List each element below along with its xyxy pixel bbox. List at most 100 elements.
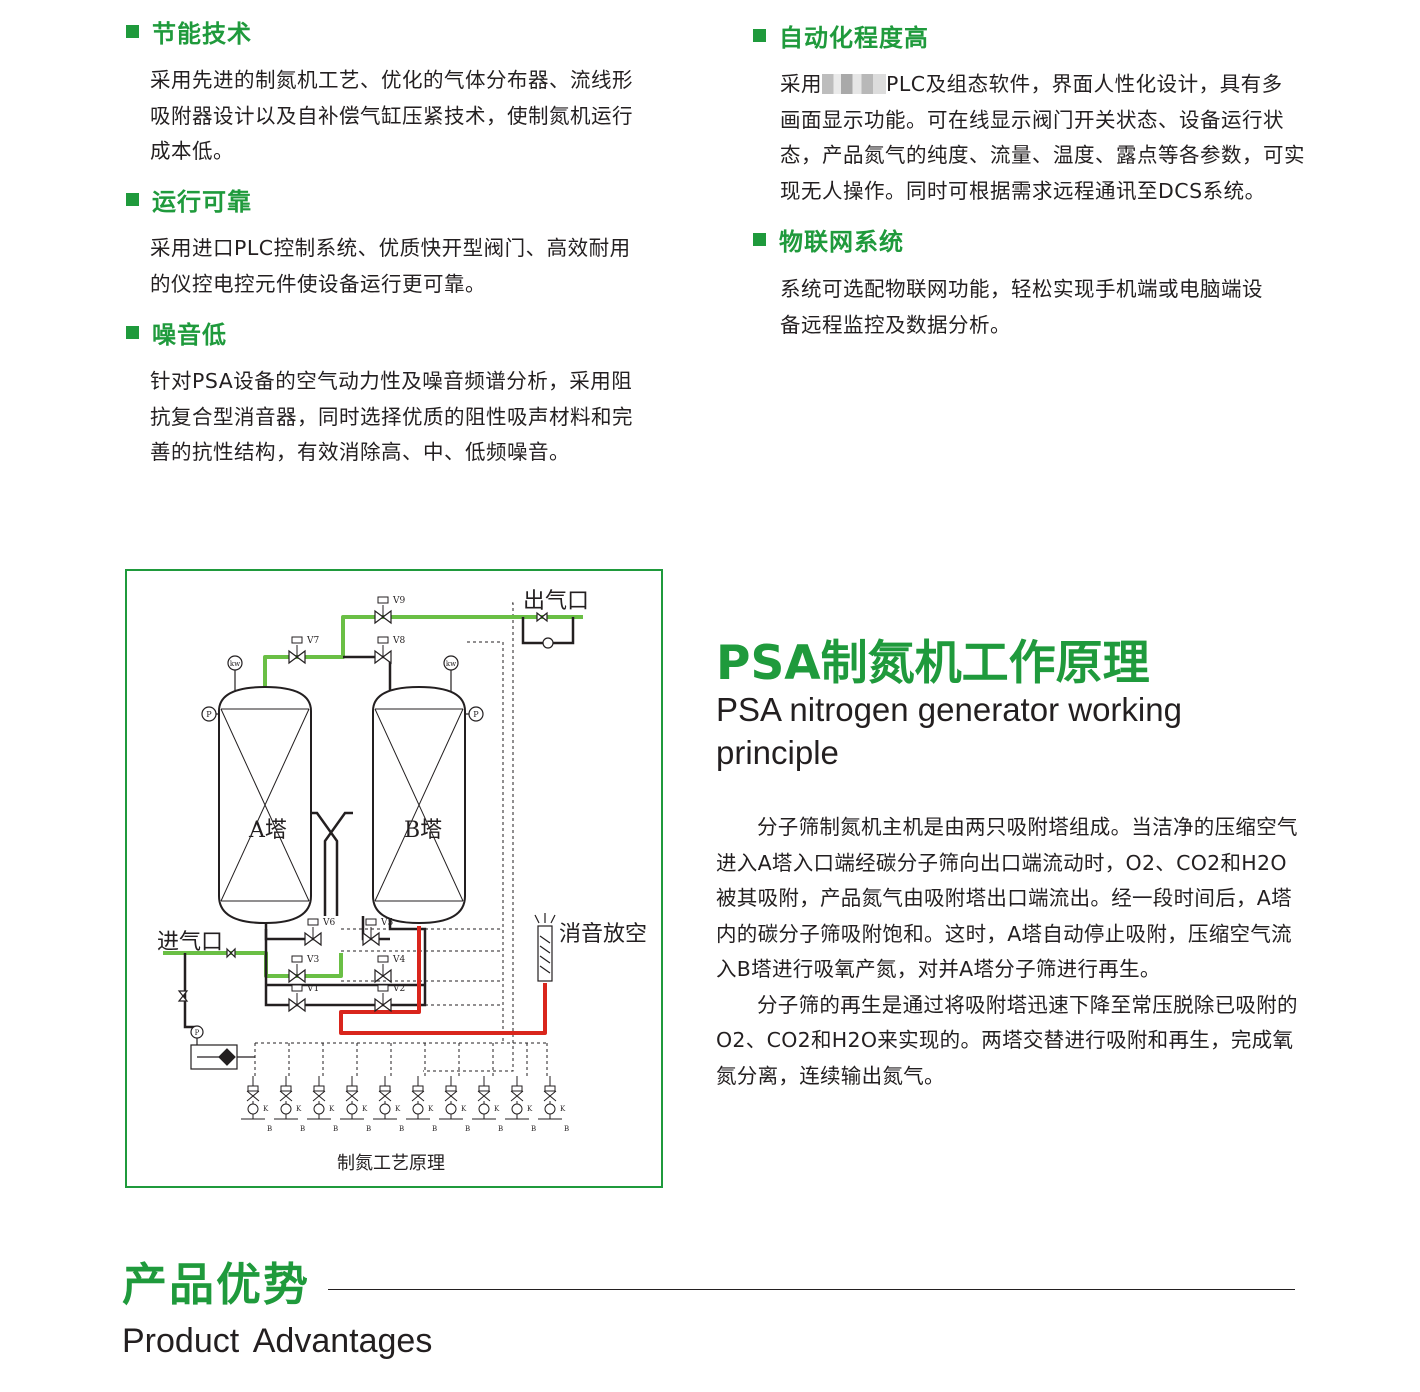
valve-icon — [177, 990, 189, 1002]
gauge-p-label: P — [473, 710, 479, 719]
actuator-unit: KB — [406, 1076, 437, 1133]
valve-v1: V1 — [288, 984, 319, 1013]
redacted-brand-image — [822, 74, 886, 94]
valve-v9: V9 — [374, 596, 405, 625]
process-flow-diagram: A塔 B塔 P P kw kw P V1 V2 V3 V4 V5 V6 V7 V8 V9 — [157, 589, 647, 1174]
gauge-kw-label: kw — [230, 660, 240, 668]
manifold-k-label: K — [428, 1105, 434, 1113]
outlet-label: 出气口 — [523, 589, 589, 614]
valve-icon — [226, 947, 236, 959]
valve-v4: V4 — [374, 955, 405, 984]
body-line: 针对PSA设备的空气动力性及噪音频谱分析，采用阻 — [150, 369, 633, 393]
feature-energy-body: 采用先进的制氮机工艺、优化的气体分布器、流线形 吸附器设计以及自补偿气缸压紧技术… — [150, 63, 670, 170]
feature-reliable-body: 采用进口PLC控制系统、优质快开型阀门、高效耐用 的仪控电控元件使设备运行更可靠… — [150, 231, 670, 302]
tower-a-label: A塔 — [248, 818, 287, 843]
silencer-label: 消音放空 — [559, 922, 647, 947]
manifold-b-label: B — [564, 1125, 569, 1133]
valve-label: V1 — [306, 984, 319, 994]
actuator-unit: KB — [241, 1076, 272, 1133]
manifold-b-label: B — [300, 1125, 305, 1133]
feature-iot-heading: 物联网系统 — [753, 222, 904, 256]
actuator-unit: KB — [538, 1076, 569, 1133]
principle-description: 分子筛制氮机主机是由两只吸附塔组成。当洁净的压缩空气进入A塔入口端经碳分子筛向出… — [716, 810, 1306, 1094]
feature-reliable-title: 运行可靠 — [152, 187, 252, 216]
manifold-b-label: B — [531, 1125, 536, 1133]
body-line-prefix: 采用 — [780, 72, 822, 96]
feature-energy-heading: 节能技术 — [126, 14, 252, 48]
manifold-b-label: B — [333, 1125, 338, 1133]
manifold-b-label: B — [465, 1125, 470, 1133]
gauges — [190, 655, 484, 1039]
valve-label: V9 — [392, 596, 405, 606]
manifold-k-label: K — [560, 1105, 566, 1113]
silencer — [534, 913, 556, 982]
valve-label: V5 — [380, 918, 393, 928]
feature-low-noise-heading: 噪音低 — [126, 315, 227, 349]
feature-low-noise-title: 噪音低 — [152, 320, 227, 349]
body-line: 成本低。 — [150, 139, 234, 163]
manifold-k-label: K — [263, 1105, 269, 1113]
valve-icon — [536, 611, 548, 623]
valve-label: V2 — [392, 984, 405, 994]
body-line-suffix: PLC及组态软件，界面人性化设计，具有多 — [886, 72, 1283, 96]
gauge-p-label: P — [206, 710, 212, 719]
body-line: 的仪控电控元件使设备运行更可靠。 — [150, 271, 486, 296]
principle-paragraph: 分子筛制氮机主机是由两只吸附塔组成。当洁净的压缩空气进入A塔入口端经碳分子筛向出… — [716, 815, 1298, 981]
feature-energy-title: 节能技术 — [152, 19, 252, 48]
principle-title: PSA制氮机工作原理 — [716, 636, 1150, 691]
gauge-kw-label: kw — [446, 660, 456, 668]
valve-v2: V2 — [374, 984, 405, 1013]
body-line: 备远程监控及数据分析。 — [780, 312, 1011, 337]
outlet-check-valve — [536, 611, 554, 649]
advantages-subtitle: Product Advantages — [122, 1322, 433, 1360]
valve-label: V8 — [392, 636, 405, 646]
inlet-label: 进气口 — [157, 930, 223, 955]
manifold-k-label: K — [395, 1105, 401, 1113]
advantages-divider — [328, 1289, 1295, 1290]
actuator-unit: KB — [340, 1076, 371, 1133]
manifold-k-label: K — [362, 1105, 368, 1113]
valve-v6: V6 — [304, 918, 335, 947]
process-diagram: A塔 B塔 P P kw kw P V1 V2 V3 V4 V5 V6 V7 V8 V9 — [125, 569, 663, 1188]
manifold-b-label: B — [498, 1125, 503, 1133]
manifold-k-label: K — [494, 1105, 500, 1113]
valve-label: V6 — [322, 918, 335, 928]
valve-v3: V3 — [288, 955, 319, 984]
body-line: 吸附器设计以及自补偿气缸压紧技术，使制氮机运行 — [150, 103, 633, 128]
feature-reliable-heading: 运行可靠 — [126, 182, 252, 216]
body-line: 采用 PLC及组态软件，界面人性化设计，具有多 — [780, 67, 1320, 103]
valve-label: V4 — [392, 955, 405, 965]
feature-automation-title: 自动化程度高 — [779, 23, 929, 52]
tower-a: A塔 — [218, 685, 312, 925]
principle-paragraph: 分子筛的再生是通过将吸附塔迅速下降至常压脱除已吸附的O2、CO2和H2O来实现的… — [716, 992, 1298, 1088]
red-exhaust-pipeline — [339, 926, 547, 1035]
body-line: 态，产品氮气的纯度、流量、温度、露点等各参数，可实 — [780, 143, 1305, 167]
body-line: 采用先进的制氮机工艺、优化的气体分布器、流线形 — [150, 68, 633, 92]
inlet-valve — [177, 947, 236, 1002]
actuator-unit: KB — [439, 1076, 470, 1133]
body-line: 现无人操作。同时可根据需求远程通讯至DCS系统。 — [780, 178, 1266, 203]
valve-label: V3 — [306, 955, 319, 965]
gauge-p-label: P — [195, 1029, 200, 1037]
body-line: 系统可选配物联网功能，轻松实现手机端或电脑端设 — [780, 277, 1263, 301]
bullet-square-icon — [126, 325, 139, 339]
bullet-square-icon — [126, 24, 139, 38]
diagram-caption: 制氮工艺原理 — [337, 1153, 445, 1174]
manifold-k-label: K — [461, 1105, 467, 1113]
feature-automation-heading: 自动化程度高 — [753, 18, 929, 52]
body-line: 抗复合型消音器，同时选择优质的阻性吸声材料和完 — [150, 404, 633, 429]
manifold-b-label: B — [399, 1125, 404, 1133]
valve-group: V1 V2 V3 V4 V5 V6 V7 V8 V9 — [288, 596, 405, 1013]
pressure-regulator — [190, 1044, 255, 1070]
valve-label: V7 — [306, 636, 319, 646]
manifold-k-label: K — [329, 1105, 335, 1113]
body-line: 善的抗性结构，有效消除高、中、低频噪音。 — [150, 440, 570, 464]
bullet-square-icon — [753, 28, 766, 42]
valve-v8: V8 — [374, 636, 405, 665]
principle-subtitle: PSA nitrogen generator working principle — [716, 691, 1182, 771]
valve-v5: V5 — [362, 918, 393, 947]
tower-b: B塔 — [372, 685, 466, 925]
feature-iot-title: 物联网系统 — [779, 227, 904, 256]
